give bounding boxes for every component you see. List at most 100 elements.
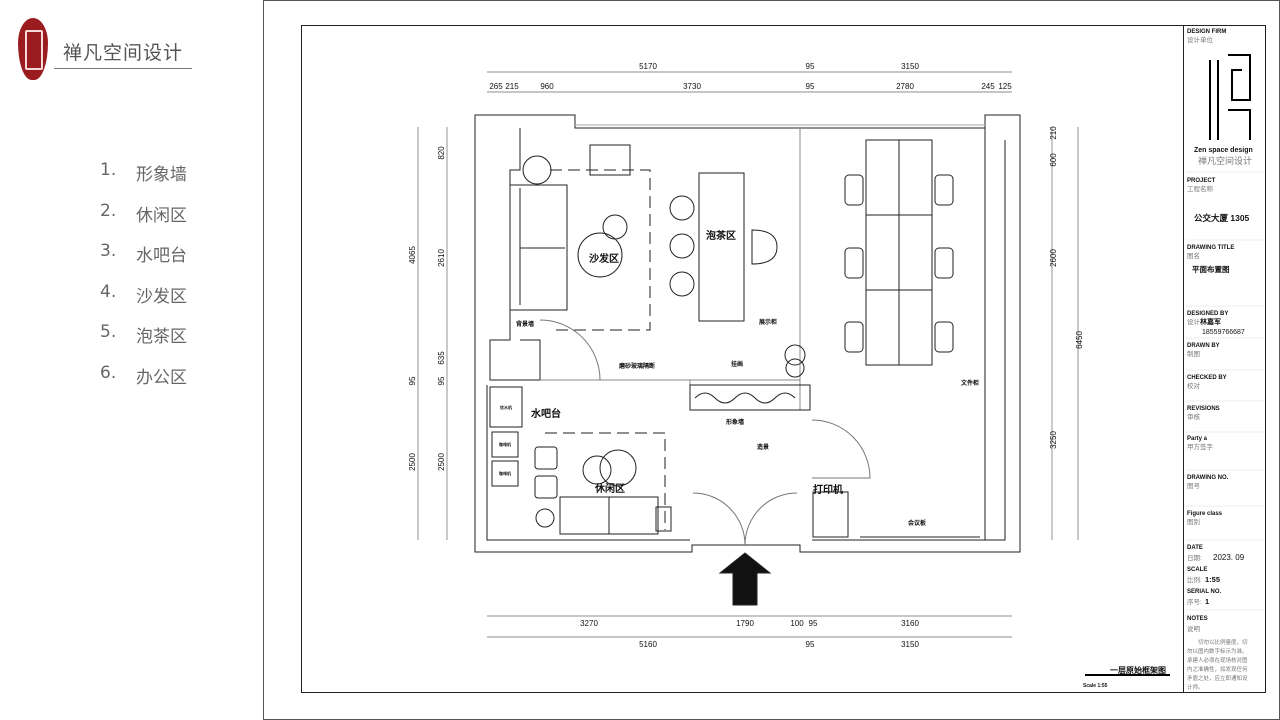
legend-label: 水吧台 [136,246,187,266]
sofa-area [509,144,651,331]
firm-name-en: Zen space design [1194,147,1253,154]
legend-label: 办公区 [136,367,187,388]
label-image-wall: 形象墙 [726,418,744,426]
dim-text: 100 [790,619,804,628]
firm-name-cn: 禅凡空间设计 [1198,155,1252,166]
dim-text: 2600 [1049,249,1058,267]
notes-line: 矛盾之处，应立即通知设 [1187,674,1248,682]
tb-heading: NOTES [1187,616,1208,622]
dim-text: 5160 [639,640,657,649]
tb-heading: DESIGN FIRM [1187,29,1226,35]
dim-text: 265 [489,82,503,91]
legend-item: 2.休闲区 [100,201,187,242]
tb-sub: 校对 [1187,381,1201,390]
label-water: 饮水机 [499,404,512,410]
label-meeting-board: 会议板 [908,519,927,527]
entrance-arrow-icon [718,552,772,606]
dim-text: 95 [806,82,815,91]
divider [54,68,192,69]
tb-sub: 甲方签字 [1187,442,1214,451]
dim-text: 3250 [1049,431,1058,449]
drawing-title-value: 平面布置图 [1192,264,1230,274]
dim-text: 2610 [437,249,446,267]
designer-phone: 18559766687 [1202,329,1245,336]
walls [474,114,1021,553]
notes-line: 切勿以比例量度，切 [1198,638,1248,646]
legend-number: 3. [100,241,117,261]
tb-sub: 说明 [1187,624,1201,633]
dim-text: 95 [806,62,815,71]
image-wall [689,344,811,411]
sheet-border [263,0,1280,720]
tb-sub: 制图 [1187,349,1200,358]
dim-text: 95 [806,640,815,649]
tb-heading: REVISIONS [1187,406,1220,412]
brand-name: 禅凡空间设计 [63,42,184,64]
zone-label-water-bar: 水吧台 [530,407,561,420]
dim-text: 635 [437,351,446,365]
dim-text: 600 [1049,153,1058,167]
office-desks [844,139,954,366]
dim-text: 125 [998,82,1012,91]
title-block-dividers [1186,171,1264,611]
dim-text: 1790 [736,619,754,628]
tb-sub: 日期: [1187,554,1202,562]
tea-area [669,172,778,322]
dimension-lines [417,71,1170,676]
zone-legend: 1.形象墙 2.休闲区 3. 水吧台 4. 沙发区 5. 泡茶区 6.办公区 [100,160,187,403]
tb-heading: Figure class [1187,511,1223,517]
dim-text: 6450 [1075,331,1084,349]
legend-item: 6.办公区 [100,363,187,404]
dimensions: 5170 95 3150 265 215 960 3730 95 2780 24… [408,62,1084,649]
dim-text: 3730 [683,82,701,91]
title-block-text: DESIGN FIRM 设计单位 Zen space design 禅凡空间设计… [1187,29,1253,691]
project-name: 公交大厦 1305 [1194,213,1250,223]
dim-text: 2500 [408,453,417,471]
brand-logo [18,18,48,80]
tb-heading: SERIAL NO. [1187,589,1222,595]
dim-text: 3270 [580,619,598,628]
legend-label: 形象墙 [136,165,187,185]
tb-sub: 图别 [1187,517,1200,526]
tb-sub: 比例: [1187,575,1202,584]
tb-heading: SCALE [1187,567,1207,573]
label-display: 展示柜 [759,318,777,326]
drawing-title: 一层原始框架图 [1110,665,1166,675]
dim-text: 95 [437,376,446,385]
dim-text: 95 [408,376,417,385]
tb-heading: DRAWING TITLE [1187,245,1234,251]
legend-number: 4. [100,281,117,302]
dim-text: 4065 [408,246,417,264]
legend-label: 泡茶区 [136,327,187,347]
legend-number: 5. [100,322,117,342]
dim-text: 95 [809,619,818,628]
legend-item: 1.形象墙 [100,160,187,201]
tb-heading: DESIGNED BY [1187,311,1228,317]
tb-heading: DATE [1187,545,1203,551]
dim-text: 245 [981,82,995,91]
zone-label-tea: 泡茶区 [706,229,736,242]
title-block [1183,25,1266,693]
label-coffee: 咖啡机 [499,470,511,476]
doors [539,319,871,546]
firm-logo [1209,54,1251,140]
tb-sub: 设计 [1187,317,1201,326]
tb-sub: 图名 [1187,251,1200,260]
tb-sub: 图号 [1187,482,1201,490]
tb-sub: 审核 [1187,412,1201,421]
tb-sub: 设计单位 [1187,35,1214,44]
dim-text: 960 [540,82,554,91]
tb-heading: PROJECT [1187,178,1216,184]
zone-label-leisure: 休闲区 [594,482,625,495]
notes-line: 内之准确性，如发现任何 [1187,665,1248,673]
date-value: 2023. 09 [1213,553,1245,562]
dim-text: 3160 [901,619,919,628]
drawing-scale: Scale 1:55 [1083,683,1108,689]
designer-name: 林嘉军 [1200,317,1221,326]
dim-text: 3150 [901,640,919,649]
dim-text: 2780 [896,82,914,91]
label-landscape: 造景 [757,443,769,451]
tb-sub: 工程名称 [1187,184,1214,193]
dim-text: 215 [505,82,519,91]
legend-label: 沙发区 [136,286,187,307]
